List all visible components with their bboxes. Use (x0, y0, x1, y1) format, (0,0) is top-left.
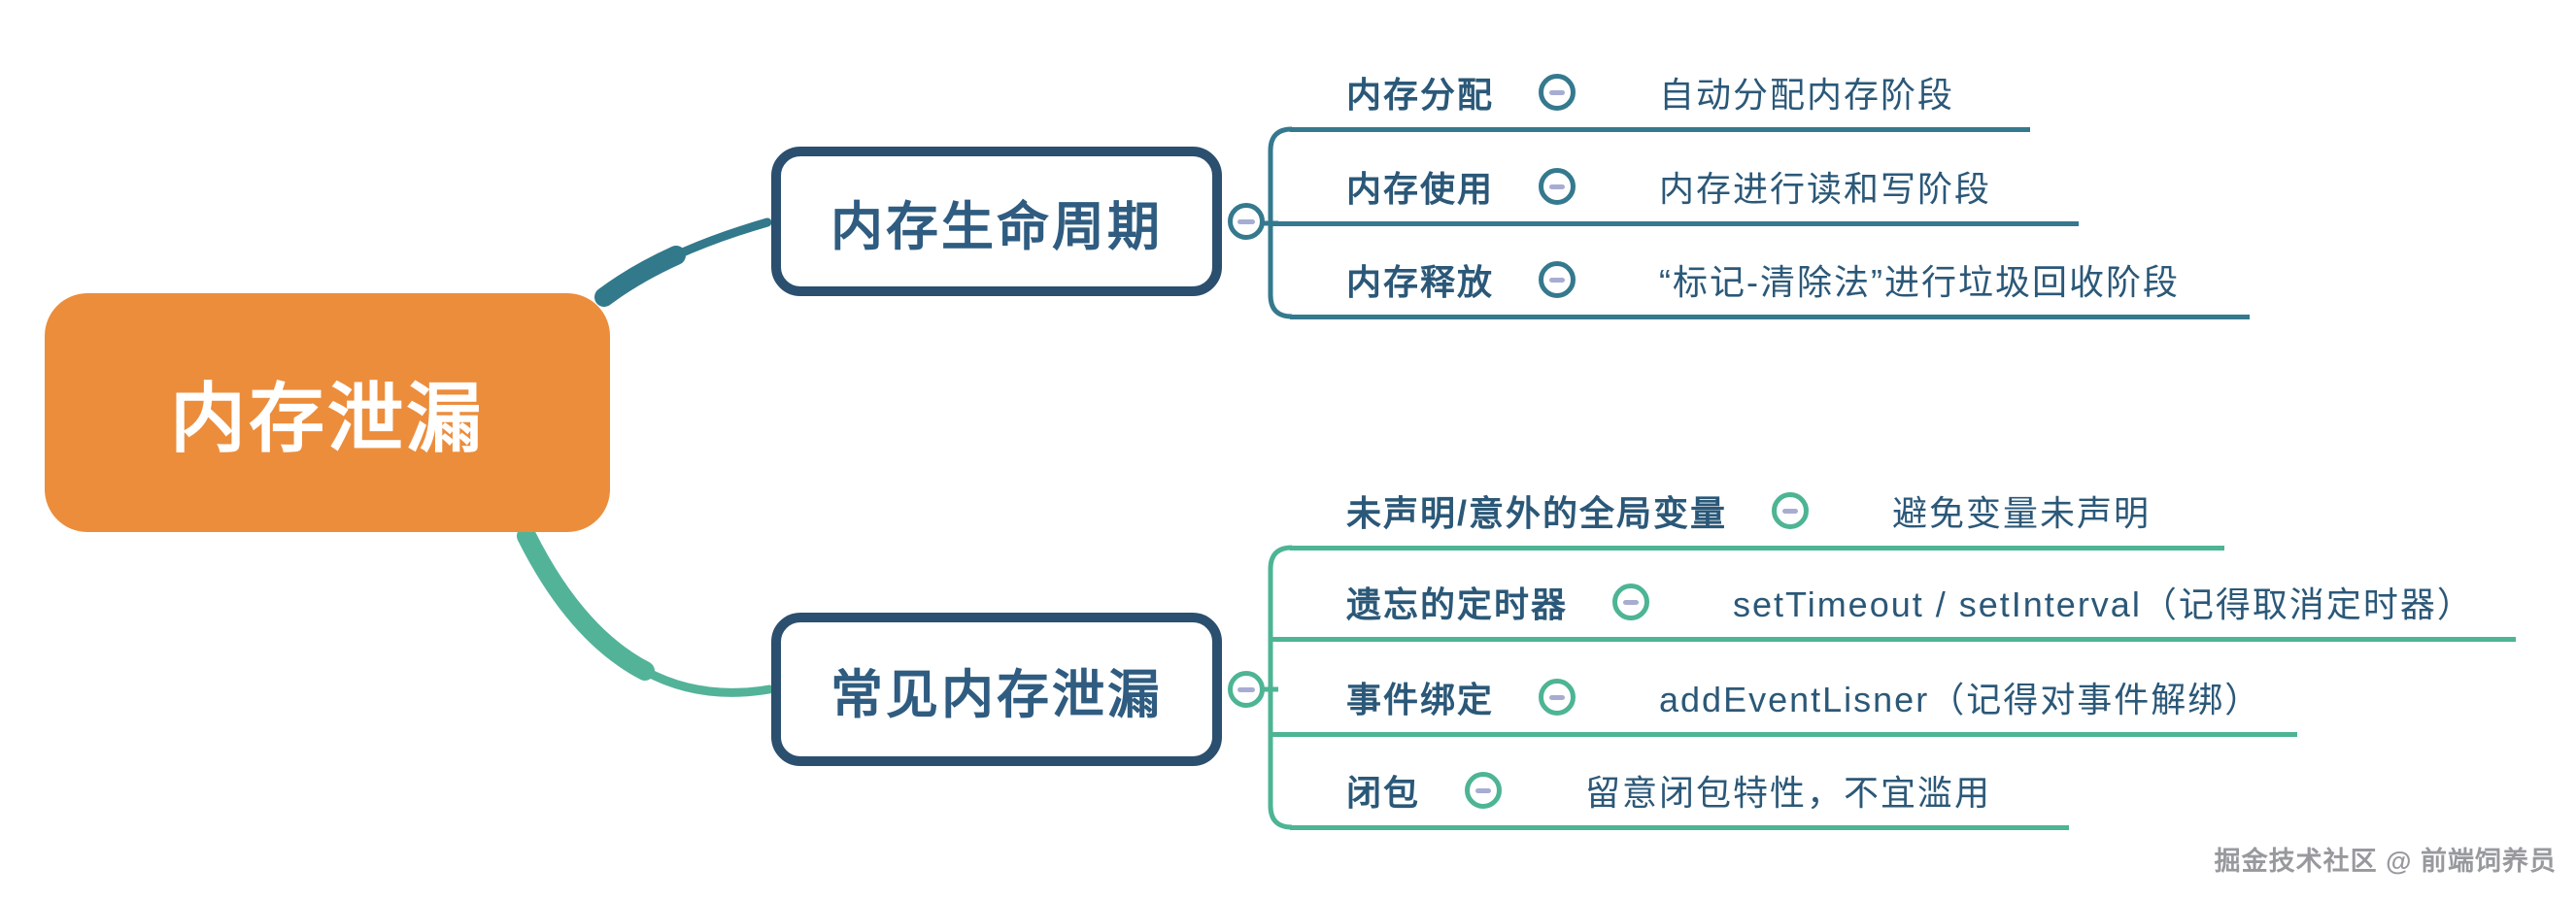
underline-memory-allocation (1290, 127, 2030, 132)
leaf-topic-label[interactable]: 内存释放 (1346, 262, 1495, 302)
collapse-button-common-leaks[interactable] (1228, 671, 1265, 708)
leaf-row-closure: 闭包 留意闭包特性，不宜滥用 (1269, 761, 1991, 819)
underline-memory-release (1290, 315, 2250, 319)
branch-topic-memory-lifecycle[interactable]: 内存生命周期 (771, 147, 1222, 296)
leaf-row-memory-release: 内存释放 “标记-清除法”进行垃圾回收阶段 (1269, 250, 2180, 309)
minus-icon (1623, 599, 1640, 605)
collapse-button-lifecycle[interactable] (1228, 203, 1265, 240)
branch-topic-label: 内存生命周期 (830, 197, 1163, 256)
leaf-note[interactable]: “标记-清除法”进行垃圾回收阶段 (1659, 262, 2180, 302)
underline-closure (1290, 825, 2069, 830)
collapse-button[interactable] (1539, 261, 1576, 298)
leaf-note[interactable]: 避免变量未声明 (1892, 493, 2152, 533)
underline-event-binding (1269, 732, 2297, 737)
leaf-note[interactable]: setTimeout / setInterval（记得取消定时器） (1733, 584, 2474, 624)
leaf-row-forgotten-timers: 遗忘的定时器 setTimeout / setInterval（记得取消定时器） (1269, 573, 2474, 631)
watermark: 掘金技术社区 @ 前端饲养员 (2214, 847, 2557, 876)
leaf-topic-label[interactable]: 事件绑定 (1346, 680, 1495, 719)
underline-memory-usage (1269, 221, 2079, 226)
underline-forgotten-timers (1269, 637, 2516, 642)
collapse-button[interactable] (1539, 679, 1576, 716)
leaf-note[interactable]: 自动分配内存阶段 (1659, 75, 1955, 115)
collapse-button[interactable] (1772, 492, 1810, 529)
leaf-note[interactable]: 留意闭包特性，不宜滥用 (1585, 773, 1992, 813)
collapse-button[interactable] (1539, 168, 1576, 205)
leaf-row-global-vars: 未声明/意外的全局变量 避免变量未声明 (1269, 482, 2151, 540)
branch-curve-bottom-thin (640, 666, 774, 697)
minus-icon (1237, 686, 1255, 692)
collapse-button[interactable] (1465, 772, 1503, 809)
branch-topic-common-leaks[interactable]: 常见内存泄漏 (771, 613, 1222, 766)
leaf-note[interactable]: addEventLisner（记得对事件解绑） (1659, 680, 2262, 719)
leaf-topic-label[interactable]: 内存分配 (1346, 75, 1495, 115)
collapse-button[interactable] (1612, 584, 1650, 620)
leaf-note[interactable]: 内存进行读和写阶段 (1659, 169, 1992, 209)
minus-icon (1549, 184, 1566, 189)
leaf-topic-label[interactable]: 遗忘的定时器 (1346, 584, 1569, 624)
branch-topic-label: 常见内存泄漏 (830, 665, 1163, 724)
leaf-row-event-binding: 事件绑定 addEventLisner（记得对事件解绑） (1269, 668, 2261, 726)
branch-curve-top (594, 246, 686, 307)
leaf-topic-label[interactable]: 未声明/意外的全局变量 (1346, 493, 1728, 533)
leaf-row-memory-usage: 内存使用 内存进行读和写阶段 (1269, 157, 1991, 216)
minus-icon (1549, 89, 1566, 95)
minus-icon (1475, 787, 1492, 793)
root-topic[interactable]: 内存泄漏 (45, 293, 610, 532)
root-topic-label: 内存泄漏 (169, 376, 485, 461)
collapse-button[interactable] (1539, 74, 1576, 111)
leaf-row-memory-allocation: 内存分配 自动分配内存阶段 (1269, 63, 1954, 121)
minus-icon (1549, 277, 1566, 283)
minus-icon (1549, 694, 1566, 700)
minus-icon (1782, 508, 1799, 514)
branch-curve-top-thin (671, 217, 772, 260)
underline-global-vars (1290, 546, 2224, 551)
minus-icon (1237, 218, 1255, 224)
branch-curve-bottom (517, 526, 655, 681)
leaf-topic-label[interactable]: 闭包 (1346, 773, 1421, 813)
leaf-topic-label[interactable]: 内存使用 (1346, 169, 1495, 209)
